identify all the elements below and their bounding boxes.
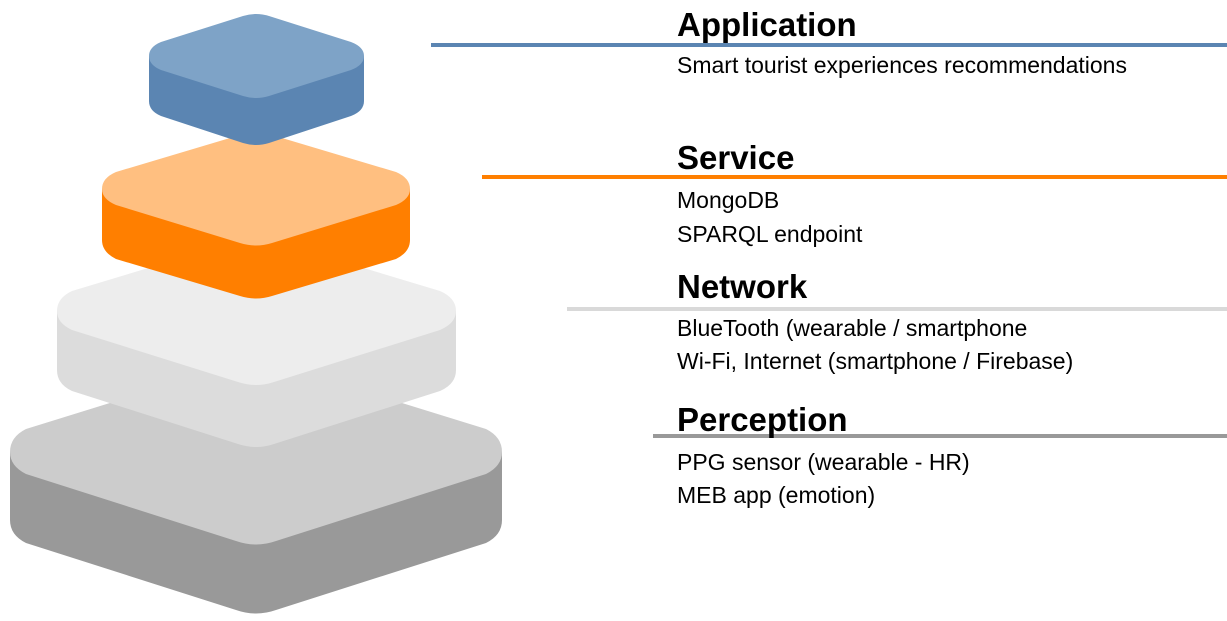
service-rule [482,175,1227,179]
service-block-top [102,132,410,246]
application-block-top [149,14,364,98]
network-layer-detail: BlueTooth (wearable / smartphone [677,315,1028,341]
application-block [149,14,364,145]
application-layer-detail: Smart tourist experiences recommendation… [677,52,1127,78]
perception-layer-detail: PPG sensor (wearable - HR) [677,449,970,475]
service-layer-title: Service [677,139,795,176]
perception-layer-detail: MEB app (emotion) [677,482,876,508]
service-layer-detail: MongoDB [677,187,780,213]
service-block [102,132,410,299]
network-layer-title: Network [677,268,808,305]
application-rule [431,43,1227,47]
network-rule [567,307,1227,311]
layer-stack-illustration [10,14,502,614]
application-layer-title: Application [677,6,857,43]
perception-layer-title: Perception [677,401,848,438]
perception-rule [653,434,1227,438]
network-block [57,238,456,447]
network-block-top [57,238,456,385]
service-layer-detail: SPARQL endpoint [677,221,863,247]
network-layer-detail: Wi-Fi, Internet (smartphone / Firebase) [677,348,1074,374]
